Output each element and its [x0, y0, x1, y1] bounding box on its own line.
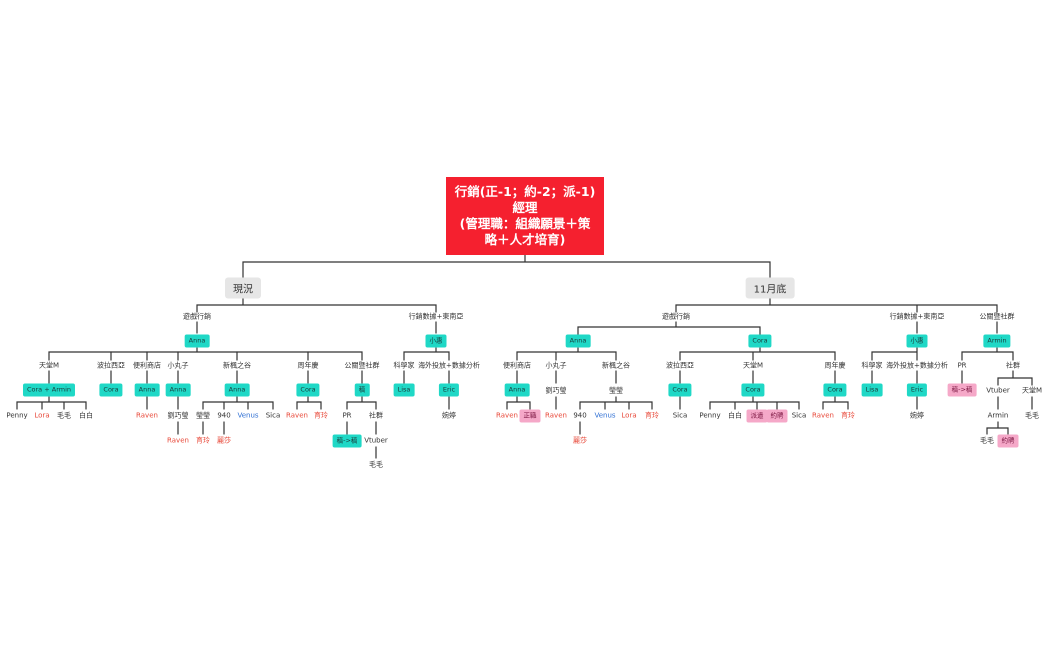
nov-anna-lead: Anna — [565, 334, 591, 348]
pr-member: 稿->稿 — [332, 434, 362, 448]
team-name: 公關暨社群 — [344, 361, 380, 370]
team-lead: Lisa — [393, 383, 415, 397]
member: 白白 — [728, 411, 742, 420]
nov-ad-lead: 小惠 — [906, 334, 928, 348]
team-lead: Cora — [741, 383, 765, 397]
team-name: 新楓之谷 — [602, 361, 630, 370]
member: Vtuber — [364, 436, 388, 445]
team-name: PR — [957, 361, 967, 370]
member: Penny — [6, 411, 28, 420]
team-lead: Cora + Armin — [22, 383, 76, 397]
member: 毛毛 — [980, 436, 994, 445]
member: Sica — [791, 411, 807, 420]
team-name: 天堂M — [38, 361, 60, 370]
team-lead: Anna — [504, 383, 530, 397]
member: Lora — [621, 411, 637, 420]
member: Raven — [167, 436, 189, 445]
member: PR — [342, 411, 352, 420]
team-name: 新楓之谷 — [223, 361, 251, 370]
member: Raven — [136, 411, 158, 420]
member: 婉婷 — [442, 411, 456, 420]
member: Venus — [594, 411, 616, 420]
nov-ad-title: 行銷數據+東南亞 — [889, 312, 945, 321]
member: 940 — [217, 411, 231, 420]
team-name: 小丸子 — [167, 361, 189, 370]
team-lead: Eric — [438, 383, 460, 397]
team-lead: Cora — [668, 383, 692, 397]
member: Penny — [699, 411, 721, 420]
root-desc: (管理職：組織願景＋策略＋人才培育) — [459, 216, 591, 247]
team-name: 天堂M — [742, 361, 764, 370]
pr-member: 稿->稿 — [947, 383, 977, 397]
member: 毛毛 — [57, 411, 71, 420]
member: Raven — [812, 411, 834, 420]
team-name: 周年慶 — [297, 361, 319, 370]
member: 育玲 — [196, 436, 210, 445]
team-name: 便利商店 — [133, 361, 161, 370]
member: 940 — [573, 411, 587, 420]
team-name: 波拉西亞 — [666, 361, 694, 370]
nov-pr-lead: Armin — [983, 334, 1011, 348]
member: 毛毛 — [369, 460, 383, 469]
current-ad-title: 行銷數據+東南亞 — [408, 312, 464, 321]
team-name: 科學家 — [861, 361, 883, 370]
member: 瑩瑩 — [196, 411, 210, 420]
nov-cora-lead: Cora — [748, 334, 772, 348]
nov-pr-title: 公關暨社群 — [979, 312, 1015, 321]
member: Lora — [34, 411, 50, 420]
section-nov: 11月底 — [745, 277, 795, 299]
team-lead: Cora — [296, 383, 320, 397]
team-name: 周年慶 — [824, 361, 846, 370]
current-game-title: 遊戲行銷 — [183, 312, 211, 321]
team-lead: 稿 — [354, 383, 370, 397]
nov-game-title: 遊戲行銷 — [662, 312, 690, 321]
team-name: 波拉西亞 — [97, 361, 125, 370]
team-lead: Anna — [224, 383, 250, 397]
member: 麗莎 — [217, 436, 231, 445]
member: Sica — [265, 411, 281, 420]
member: Armin — [987, 411, 1009, 420]
team-lead: Eric — [906, 383, 928, 397]
section-current: 現況 — [225, 277, 261, 299]
member: Vtuber — [986, 386, 1010, 395]
team-name: 海外投放+數據分析 — [418, 361, 480, 370]
member-tag: 派遣 — [746, 409, 768, 423]
team-lead: Lisa — [861, 383, 883, 397]
member: Raven — [286, 411, 308, 420]
member: 天堂M — [1021, 386, 1043, 395]
team-name: 便利商店 — [503, 361, 531, 370]
root-node: 行銷(正-1；約-2；派-1) 經理 (管理職：組織願景＋策略＋人才培育) — [446, 177, 604, 255]
member: Raven — [545, 411, 567, 420]
team-name: 科學家 — [393, 361, 415, 370]
member: 毛毛 — [1025, 411, 1039, 420]
member: Venus — [237, 411, 259, 420]
member-tag: 正職 — [519, 409, 541, 423]
member: 瑩瑩 — [609, 386, 623, 395]
member: 育玲 — [645, 411, 659, 420]
root-title: 行銷(正-1；約-2；派-1) — [454, 184, 596, 199]
team-name: 社群 — [1006, 361, 1020, 370]
team-lead: Anna — [165, 383, 191, 397]
team-name: 小丸子 — [545, 361, 567, 370]
member: 麗莎 — [573, 436, 587, 445]
root-role: 經理 — [512, 200, 538, 215]
member: 婉婷 — [910, 411, 924, 420]
member-tag: 約聘 — [766, 409, 788, 423]
member: 育玲 — [314, 411, 328, 420]
team-lead: Anna — [134, 383, 160, 397]
current-ad-lead: 小惠 — [425, 334, 447, 348]
member: 白白 — [79, 411, 93, 420]
member: Raven — [496, 411, 518, 420]
team-lead: Cora — [823, 383, 847, 397]
team-lead: Cora — [99, 383, 123, 397]
member: 育玲 — [841, 411, 855, 420]
team-name: 海外投放+數據分析 — [886, 361, 948, 370]
member: 社群 — [369, 411, 383, 420]
member-tag: 約聘 — [997, 434, 1019, 448]
current-game-lead: Anna — [184, 334, 210, 348]
member: 劉巧瑩 — [167, 411, 189, 420]
member: Sica — [672, 411, 688, 420]
member: 劉巧瑩 — [545, 386, 567, 395]
